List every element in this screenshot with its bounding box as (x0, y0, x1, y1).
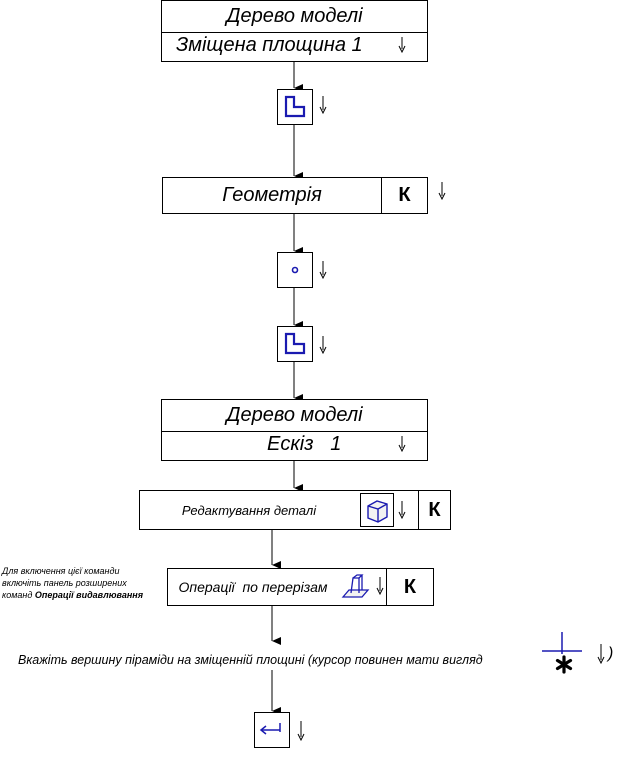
geometry-label[interactable]: Геометрія (222, 184, 322, 206)
mouse-click-arrow-icon (319, 261, 327, 279)
sketch-button[interactable] (277, 89, 313, 125)
loft-operations-label: Операції по перерізам (178, 579, 328, 595)
mouse-click-arrow-icon (398, 37, 406, 53)
finish-button[interactable] (254, 712, 290, 748)
side-note-line-2: включіть панель розширених (2, 578, 127, 588)
sketch-item[interactable]: Ескіз 1 (267, 433, 342, 455)
extrude-operations-panel-name: Операції видавлювання (34, 590, 143, 600)
finish-icon (259, 723, 281, 735)
mouse-click-arrow-icon (319, 96, 327, 114)
sketch-icon (284, 95, 306, 118)
point-icon (291, 266, 299, 274)
side-note-line-1: Для включення цієї команди (2, 566, 120, 576)
loft-operations-block: Операції по перерізам К (167, 568, 434, 606)
side-note-line-3-prefix: команд (2, 590, 35, 600)
model-tree-block-2: Дерево моделі Ескіз 1 (161, 399, 428, 461)
point-button[interactable] (277, 252, 313, 288)
mouse-click-arrow-icon (376, 577, 384, 595)
sketch-button[interactable] (277, 326, 313, 362)
mouse-click-arrow-icon (398, 436, 406, 452)
edit-part-block: Редактування деталі К (139, 490, 451, 530)
edit-part-button[interactable] (360, 493, 394, 527)
mouse-click-arrow-icon (398, 501, 406, 519)
instruction-text: Вкажіть вершину піраміди на зміщенній пл… (18, 653, 483, 667)
mouse-click-arrow-icon (319, 336, 327, 354)
mouse-click-arrow-icon (297, 721, 305, 741)
instruction-closing: ) (608, 645, 614, 662)
mouse-click-arrow-icon (597, 644, 605, 664)
loft-operation-icon (341, 574, 370, 598)
model-tree-title-1: Дерево моделі (226, 5, 363, 27)
key-k-label: К (428, 498, 441, 521)
model-tree-block-1: Дерево моделі Зміщена площина 1 (161, 0, 428, 62)
mouse-click-arrow-icon (438, 182, 446, 200)
side-note: Для включення цієї команди включіть пане… (2, 565, 167, 601)
model-tree-title-2: Дерево моделі (226, 404, 363, 426)
geometry-block: Геометрія К (162, 177, 428, 214)
loft-operation-button[interactable] (338, 571, 372, 603)
key-k-label: К (403, 575, 417, 598)
offset-plane-item[interactable]: Зміщена площина 1 (176, 34, 363, 56)
key-k-label: К (398, 184, 411, 206)
edit-part-icon (367, 500, 388, 523)
cursor-icon (542, 632, 582, 674)
edit-part-label: Редактування деталі (181, 502, 317, 518)
side-note-line-3: команд Операції видавлювання (2, 589, 167, 601)
sketch-icon (284, 332, 306, 355)
